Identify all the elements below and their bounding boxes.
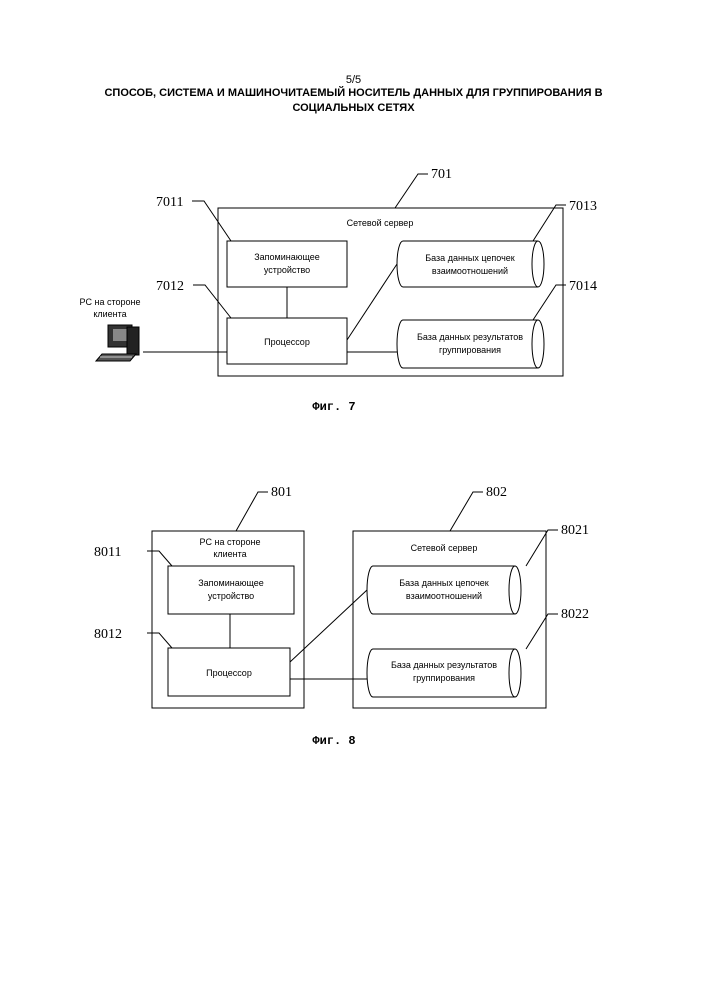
computer-icon (96, 325, 139, 361)
fig8-leader-8021 (526, 530, 558, 566)
fig7-pc-label-line1: PC на стороне (80, 297, 141, 307)
fig7-ref-db-chain: 7013 (569, 199, 597, 214)
fig7-db-results-label-line2: группирования (439, 345, 501, 355)
fig7-db-chain-label-line2: взаимоотношений (432, 266, 508, 276)
fig8-pc-label-line1: PC на стороне (200, 537, 261, 547)
fig8-ref-db-results: 8022 (561, 607, 589, 622)
fig8-ref-memory: 8011 (94, 545, 121, 560)
fig8-processor-label: Процессор (206, 668, 252, 678)
fig8-caption: Фиг. 8 (312, 734, 355, 748)
fig8-db-chain-cylinder (367, 566, 521, 614)
fig8-db-chain-label-line2: взаимоотношений (406, 591, 482, 601)
fig8-ref-pc: 801 (271, 485, 292, 500)
fig7-server-box (218, 208, 563, 376)
fig7-db-chain-cylinder (397, 241, 544, 287)
fig8-memory-label-line2: устройство (208, 591, 254, 601)
fig7-memory-box (227, 241, 347, 287)
fig8-memory-label-line1: Запоминающее (198, 578, 264, 588)
fig8-db-results-label-line1: База данных результатов (391, 660, 497, 670)
fig8-leader-8012 (147, 633, 172, 648)
fig7-leader-7014 (533, 285, 566, 320)
fig7-processor-dbchain-link (347, 264, 397, 340)
fig7-leader-7013 (533, 205, 566, 241)
fig7-ref-db-results: 7014 (569, 279, 597, 294)
fig8-ref-processor: 8012 (94, 627, 122, 642)
fig8-leader-802 (450, 492, 483, 531)
fig7-memory-label-line2: устройство (264, 265, 310, 275)
fig8-leader-801 (236, 492, 268, 531)
fig7-ref-memory: 7011 (156, 195, 183, 210)
fig7-ref-server: 701 (431, 167, 452, 182)
fig7-leader-7011 (192, 201, 231, 241)
fig7-db-results-cylinder (397, 320, 544, 368)
fig7-memory-label-line1: Запоминающее (254, 252, 320, 262)
fig7-pc-label-line2: клиента (93, 309, 126, 319)
fig8-memory-box (168, 566, 294, 614)
fig7-processor-label: Процессор (264, 337, 310, 347)
fig8-ref-server: 802 (486, 485, 507, 500)
fig8-leader-8022 (526, 614, 558, 649)
fig8-leader-8011 (147, 551, 172, 566)
fig8-ref-db-chain: 8021 (561, 523, 589, 538)
fig8-server-label: Сетевой сервер (411, 543, 478, 553)
fig8-db-chain-label-line1: База данных цепочек (399, 578, 489, 588)
fig8-processor-dbchain-link (290, 590, 367, 662)
fig8-db-results-label-line2: группирования (413, 673, 475, 683)
fig7-leader-7012 (193, 285, 231, 318)
fig7-db-results-label-line1: База данных результатов (417, 332, 523, 342)
fig7-server-label: Сетевой сервер (347, 218, 414, 228)
fig7-leader-701 (395, 174, 428, 208)
fig7-caption: Фиг. 7 (312, 400, 355, 414)
fig7-ref-processor: 7012 (156, 279, 184, 294)
fig7-db-chain-label-line1: База данных цепочек (425, 253, 515, 263)
fig8-pc-label-line2: клиента (213, 549, 246, 559)
